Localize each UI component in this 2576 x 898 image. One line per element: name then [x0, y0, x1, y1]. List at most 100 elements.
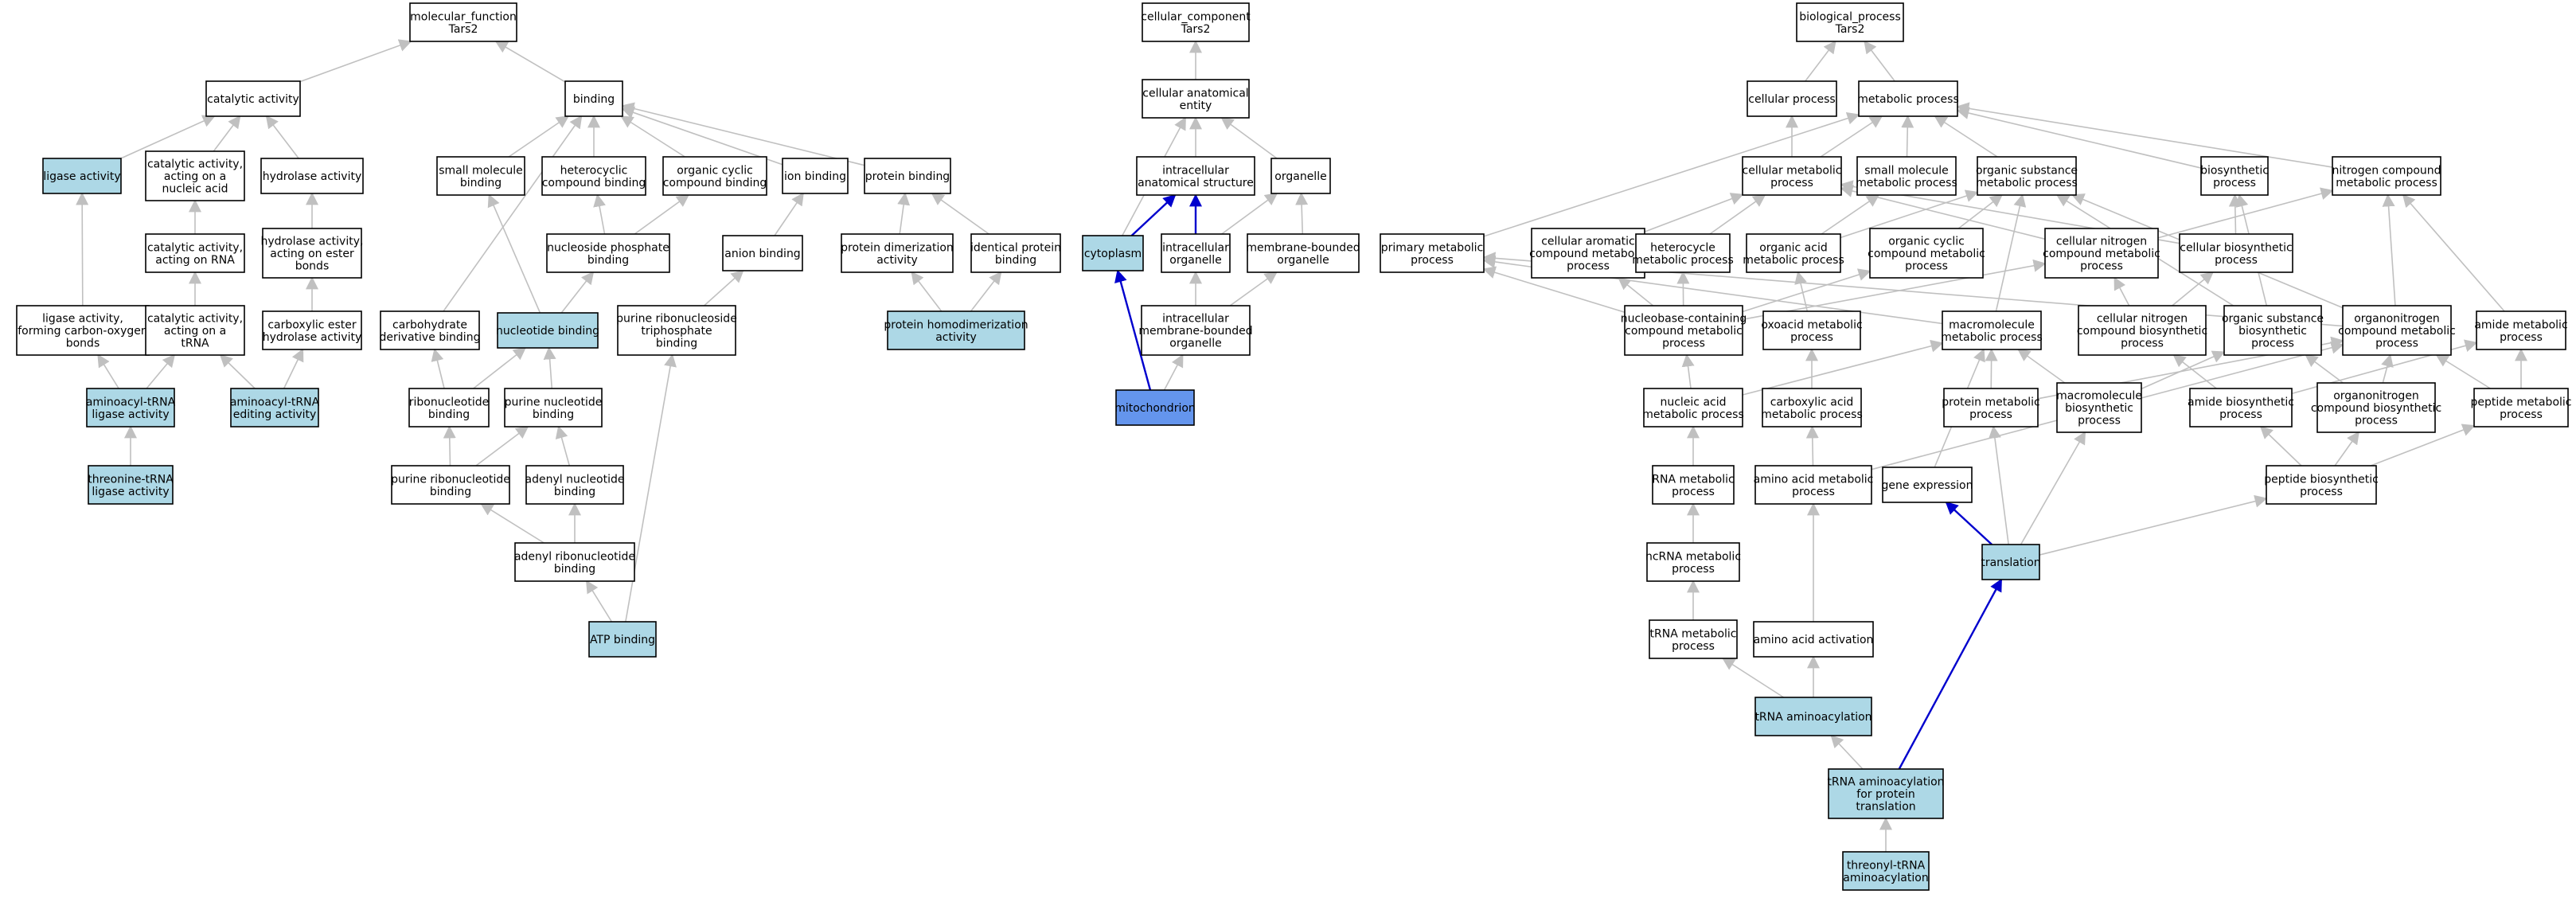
go-term-node-aa-activation[interactable]: amino acid activation: [1753, 621, 1874, 658]
node-label-line: organelle: [1277, 254, 1329, 267]
node-label-line: cellular_component: [1141, 10, 1251, 23]
edge-org_sub_met-to-met_proc: [1934, 115, 1998, 158]
node-label-line: macromolecule: [2056, 390, 2142, 403]
go-term-node-gene-expr[interactable]: gene expression: [1882, 467, 1973, 503]
go-term-node-mito[interactable]: mitochondrion: [1114, 389, 1196, 426]
go-term-node-ligase[interactable]: ligase activity: [42, 158, 122, 194]
go-term-node-binding[interactable]: binding: [564, 80, 623, 117]
go-term-node-cell-proc[interactable]: cellular process: [1747, 80, 1837, 117]
edge-translation-to-macro_bio: [2020, 431, 2086, 545]
edge-primary_met-to-met_proc: [1483, 111, 1860, 237]
node-box: [887, 310, 1025, 350]
node-box: [1624, 305, 1743, 356]
edge-nuc_acid_met-to-nucbase_met: [1681, 353, 1695, 389]
node-box: [230, 388, 319, 428]
go-term-node-protein-bind[interactable]: protein binding: [864, 158, 951, 194]
go-term-node-ligase-co[interactable]: ligase activity,forming carbon-oxygenbon…: [16, 305, 150, 356]
go-term-node-catalytic[interactable]: catalytic activity: [205, 80, 301, 117]
go-term-node-anion-bind[interactable]: anion binding: [722, 235, 803, 271]
node-label-line: threonine-tRNA: [88, 473, 174, 486]
node-box: [2189, 388, 2293, 428]
go-term-node-met-proc[interactable]: metabolic process: [1857, 80, 1959, 117]
node-label-line: small molecule: [439, 164, 523, 177]
node-label-line: cellular nitrogen: [2056, 236, 2147, 248]
go-term-node-cat-rna[interactable]: catalytic activity,acting on RNA: [145, 233, 245, 273]
node-box: [564, 80, 623, 117]
node-box: [145, 305, 245, 356]
go-term-node-trna-aa[interactable]: tRNA aminoacylation: [1754, 697, 1872, 736]
node-box: [1882, 467, 1973, 503]
go-term-node-translation[interactable]: translation: [1981, 544, 2041, 580]
go-term-node-cytoplasm[interactable]: cytoplasm: [1082, 235, 1144, 271]
go-term-node-nucleotide-bind[interactable]: nucleotide binding: [496, 312, 599, 349]
go-term-node-atp-bind[interactable]: ATP binding: [588, 621, 657, 658]
go-term-node-organelle[interactable]: organelle: [1270, 158, 1331, 194]
go-term-node-hydrolase[interactable]: hydrolase activity: [260, 158, 364, 194]
go-term-node-ion-bind[interactable]: ion binding: [782, 158, 849, 194]
node-label-line: process: [1792, 486, 1835, 498]
